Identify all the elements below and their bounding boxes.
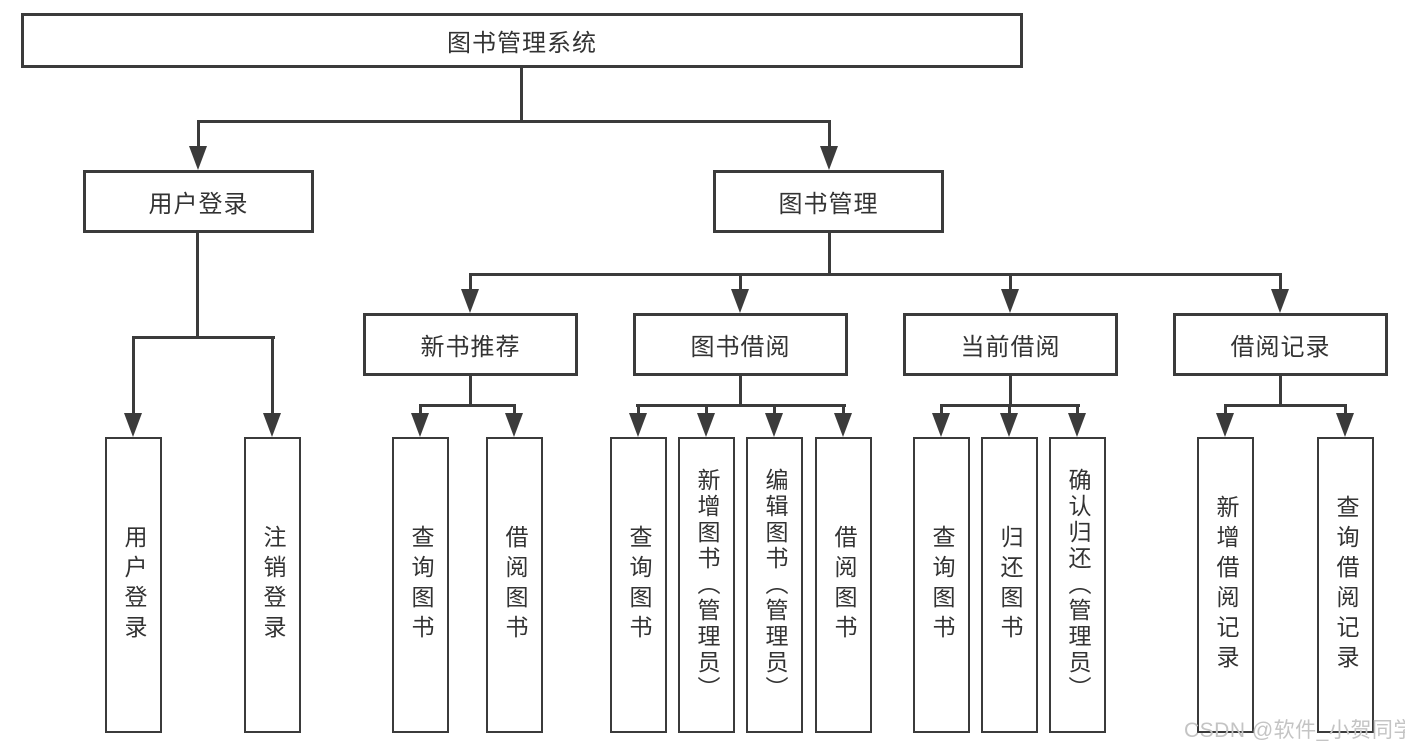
arrowhead-icon <box>765 413 783 437</box>
connector-line <box>739 376 742 407</box>
arrowhead-icon <box>932 413 950 437</box>
connector-line <box>636 404 846 407</box>
leaf-add-borrow-record: 新增借阅记录 <box>1197 437 1254 733</box>
leaf-query-borrow-record: 查询借阅记录 <box>1317 437 1374 733</box>
connector-line <box>828 233 831 276</box>
arrowhead-icon <box>263 413 281 437</box>
connector-line <box>419 404 516 407</box>
connector-line <box>513 404 516 420</box>
connector-line <box>773 404 776 420</box>
connector-line <box>1009 376 1012 407</box>
arrowhead-icon <box>505 413 523 437</box>
arrowhead-icon <box>461 289 479 313</box>
connector-line <box>842 404 845 420</box>
node-user-login: 用户登录 <box>83 170 314 233</box>
connector-line <box>132 336 135 420</box>
leaf-borrow-books-2: 借阅图书 <box>815 437 872 733</box>
arrowhead-icon <box>124 413 142 437</box>
node-book-management: 图书管理 <box>713 170 944 233</box>
connector-line <box>469 376 472 407</box>
connector-line <box>469 273 472 296</box>
arrowhead-icon <box>697 413 715 437</box>
node-borrow-records: 借阅记录 <box>1173 313 1388 376</box>
connector-line <box>1009 273 1012 296</box>
connector-line <box>197 120 831 123</box>
arrowhead-icon <box>1000 413 1018 437</box>
connector-line <box>940 404 943 420</box>
connector-line <box>197 120 200 153</box>
arrowhead-icon <box>629 413 647 437</box>
leaf-user-login: 用户登录 <box>105 437 162 733</box>
connector-line <box>1224 404 1347 407</box>
leaf-confirm-return-admin: 确认归还（管理员） <box>1049 437 1106 733</box>
leaf-add-books-admin: 新增图书（管理员） <box>678 437 735 733</box>
connector-line <box>1224 404 1227 420</box>
leaf-return-books: 归还图书 <box>981 437 1038 733</box>
connector-line <box>637 404 640 420</box>
node-new-book-recommend: 新书推荐 <box>363 313 578 376</box>
leaf-query-books-3: 查询图书 <box>913 437 970 733</box>
connector-line <box>1008 404 1011 420</box>
connector-line <box>419 404 422 420</box>
leaf-query-books-2: 查询图书 <box>610 437 667 733</box>
connector-line <box>196 233 199 339</box>
node-book-borrow: 图书借阅 <box>633 313 848 376</box>
node-current-borrow: 当前借阅 <box>903 313 1118 376</box>
connector-line <box>1279 376 1282 407</box>
arrowhead-icon <box>1216 413 1234 437</box>
connector-line <box>739 273 742 296</box>
csdn-watermark: CSDN @软件_小贺同学 <box>1184 719 1405 742</box>
node-root: 图书管理系统 <box>21 13 1023 68</box>
arrowhead-icon <box>1001 289 1019 313</box>
arrowhead-icon <box>189 146 207 170</box>
connector-line <box>520 68 523 120</box>
connector-line <box>271 336 274 420</box>
connector-line <box>133 336 275 339</box>
arrowhead-icon <box>834 413 852 437</box>
leaf-query-books-1: 查询图书 <box>392 437 449 733</box>
arrowhead-icon <box>731 289 749 313</box>
connector-line <box>1344 404 1347 420</box>
leaf-borrow-books-1: 借阅图书 <box>486 437 543 733</box>
connector-line <box>828 120 831 153</box>
arrowhead-icon <box>1271 289 1289 313</box>
arrowhead-icon <box>1336 413 1354 437</box>
arrowhead-icon <box>411 413 429 437</box>
connector-line <box>1279 273 1282 296</box>
connector-line <box>469 273 1282 276</box>
arrowhead-icon <box>1068 413 1086 437</box>
leaf-edit-books-admin: 编辑图书（管理员） <box>746 437 803 733</box>
connector-line <box>1076 404 1079 420</box>
leaf-logout: 注销登录 <box>244 437 301 733</box>
connector-line <box>705 404 708 420</box>
arrowhead-icon <box>820 146 838 170</box>
